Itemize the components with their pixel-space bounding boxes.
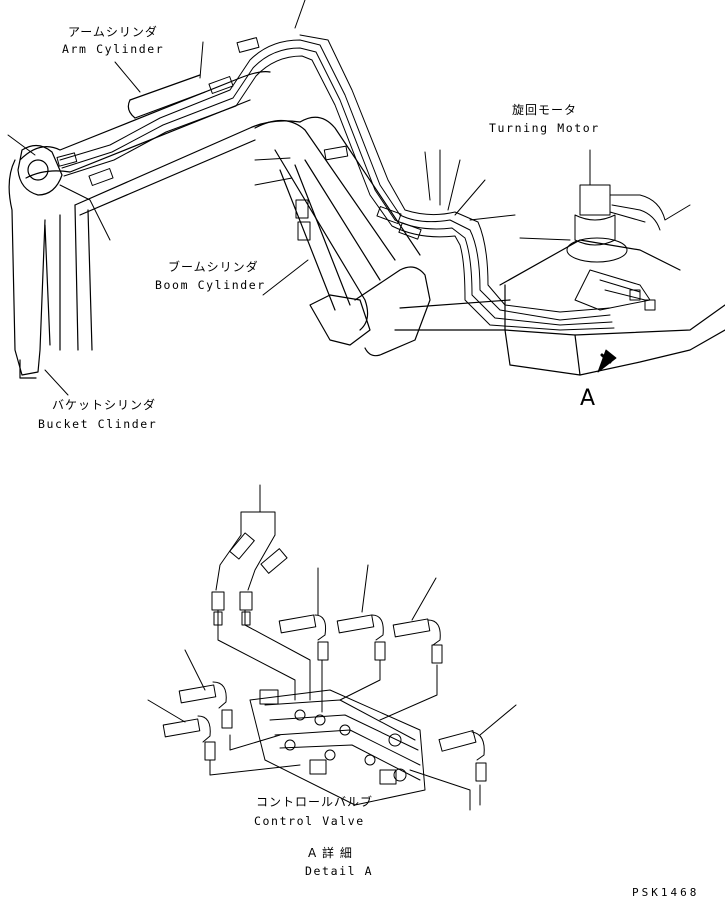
arm-cylinder-label-en: Arm Cylinder <box>62 42 165 56</box>
boom-cylinder-label-jp: ブームシリンダ <box>168 260 259 274</box>
drawing-code: PSK1468 <box>632 886 700 899</box>
detail-title-jp: A 詳 細 <box>308 846 353 860</box>
arm-assembly <box>8 71 725 379</box>
arm-cylinder-label-jp: アームシリンダ <box>68 25 158 39</box>
detail-marker-a: A <box>580 386 597 411</box>
turning-motor-label-en: Turning Motor <box>489 121 600 135</box>
bucket-cylinder-label-en: Bucket Clinder <box>38 417 158 431</box>
detail-title-en: Detail A <box>305 864 374 878</box>
control-valve-label-jp: コントロールバルブ <box>256 795 374 809</box>
hydraulic-hoses-upper <box>7 0 691 396</box>
turning-motor-label-jp: 旋回モータ <box>512 103 578 117</box>
boom-cylinder-label-en: Boom Cylinder <box>155 278 266 292</box>
bucket-cylinder-label-jp: バケットシリンダ <box>52 398 157 412</box>
control-valve-label-en: Control Valve <box>254 814 365 828</box>
control-valve-detail <box>147 484 517 811</box>
